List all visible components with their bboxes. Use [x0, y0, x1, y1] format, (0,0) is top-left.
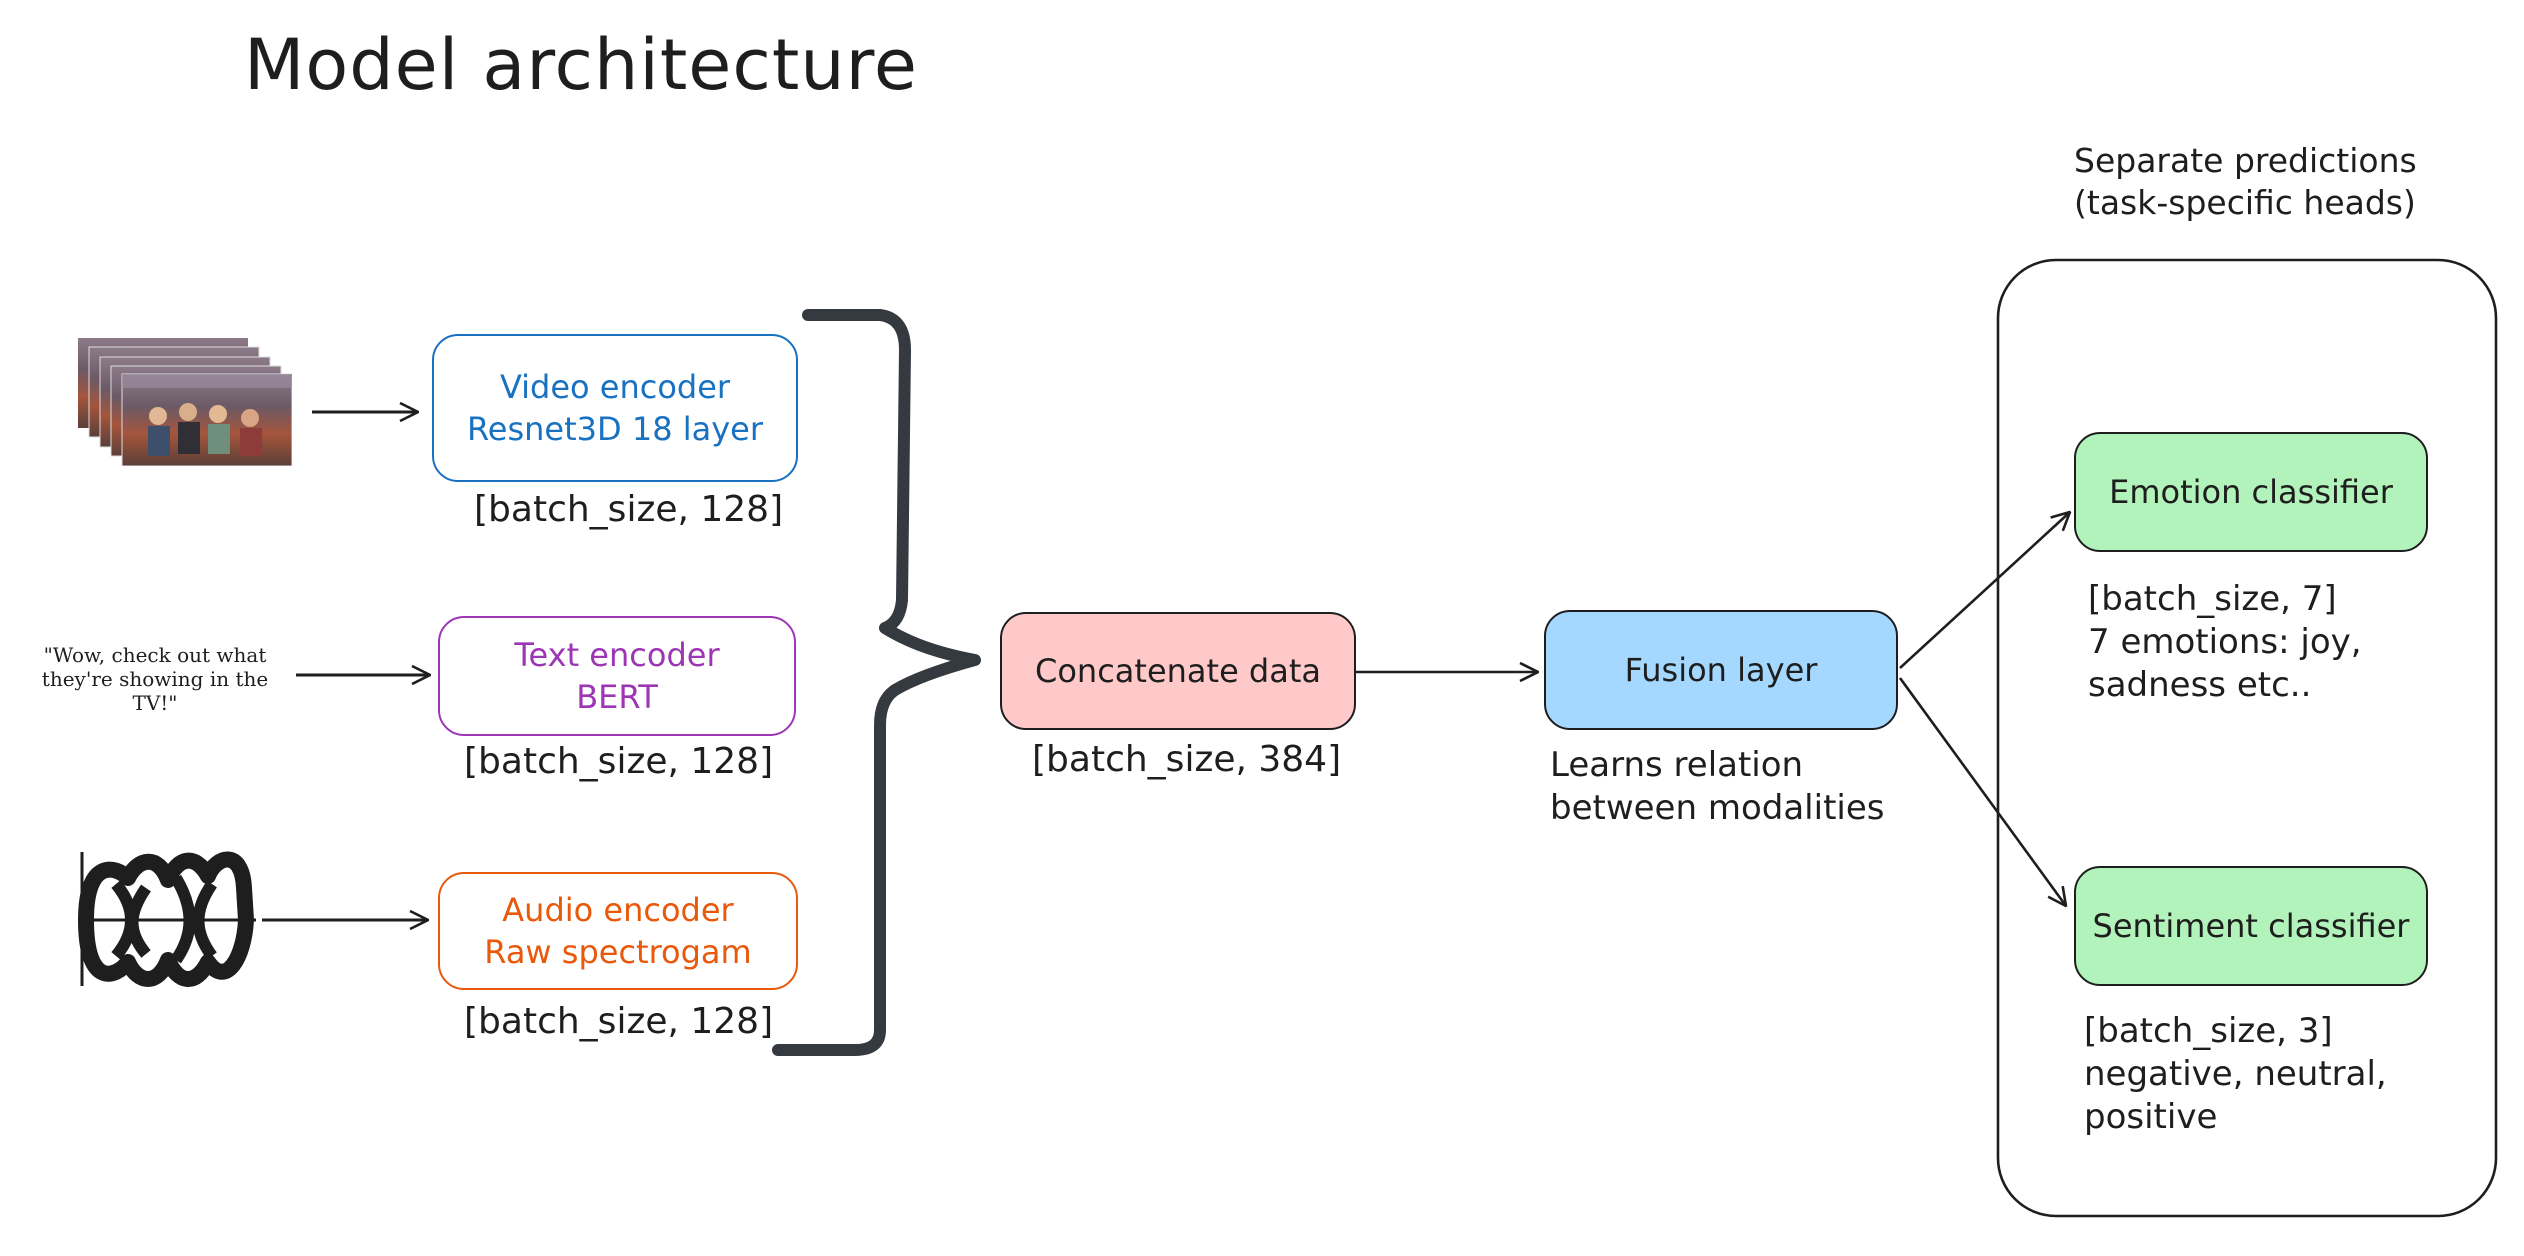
heads-title-line-1: Separate predictions [2074, 141, 2417, 180]
text-encoder-title: Text encoder [514, 636, 720, 674]
quote-line-1: "Wow, check out what [43, 643, 267, 667]
audio-encoder-shape: [batch_size, 128] [464, 1001, 774, 1042]
fusion-to-emotion-arrow [1899, 512, 2070, 669]
audio-waveform-icon [76, 848, 260, 990]
heads-title-line-2: (task-specific heads) [2074, 183, 2416, 222]
sentiment-classifier-label: Sentiment classifier [2092, 907, 2410, 945]
emotion-output-shape: [batch_size, 7] [2088, 579, 2337, 619]
audio-encoder-box: Audio encoder Raw spectrogam [438, 872, 798, 990]
emotion-output-note: [batch_size, 7] 7 emotions: joy, sadness… [2088, 578, 2362, 707]
emotion-output-desc-2: sadness etc.. [2088, 665, 2312, 705]
emotion-output-desc-1: 7 emotions: joy, [2088, 622, 2362, 662]
sentiment-classifier-box: Sentiment classifier [2074, 866, 2428, 986]
fusion-layer-box: Fusion layer [1544, 610, 1898, 730]
audio-encoder-title: Audio encoder [502, 891, 734, 929]
video-encoder-box: Video encoder Resnet3D 18 layer [432, 334, 798, 482]
video-encoder-shape: [batch_size, 128] [474, 489, 784, 530]
fusion-to-sentiment-arrow [1898, 677, 2066, 906]
heads-title: Separate predictions (task-specific head… [2074, 140, 2417, 224]
sentiment-output-desc-1: negative, neutral, [2084, 1054, 2387, 1094]
emotion-classifier-label: Emotion classifier [2109, 473, 2393, 511]
emotion-classifier-box: Emotion classifier [2074, 432, 2428, 552]
concatenate-shape: [batch_size, 384] [1032, 739, 1342, 780]
fusion-layer-label: Fusion layer [1624, 651, 1818, 689]
sentiment-output-note: [batch_size, 3] negative, neutral, posit… [2084, 1010, 2387, 1139]
fusion-note: Learns relation between modalities [1550, 744, 1884, 830]
concatenate-label: Concatenate data [1034, 652, 1321, 690]
text-encoder-box: Text encoder BERT [438, 616, 796, 736]
merge-brace [772, 309, 981, 1056]
video-encoder-model: Resnet3D 18 layer [466, 410, 763, 448]
sentiment-output-shape: [batch_size, 3] [2084, 1011, 2333, 1051]
diagram-title: Model architecture [244, 24, 918, 106]
text-encoder-shape: [batch_size, 128] [464, 741, 774, 782]
video-encoder-title: Video encoder [499, 368, 731, 406]
fusion-note-line-2: between modalities [1550, 788, 1885, 828]
text-input-quote: "Wow, check out what they're showing in … [20, 643, 290, 715]
video-frames-icon [78, 338, 293, 467]
concatenate-box: Concatenate data [1000, 612, 1356, 730]
quote-line-2: they're showing in the TV!" [41, 667, 269, 715]
text-encoder-model: BERT [576, 678, 658, 716]
audio-encoder-model: Raw spectrogam [484, 933, 752, 971]
sentiment-output-desc-2: positive [2084, 1097, 2218, 1137]
heads-container [1996, 258, 2498, 1218]
fusion-note-line-1: Learns relation [1550, 745, 1804, 785]
